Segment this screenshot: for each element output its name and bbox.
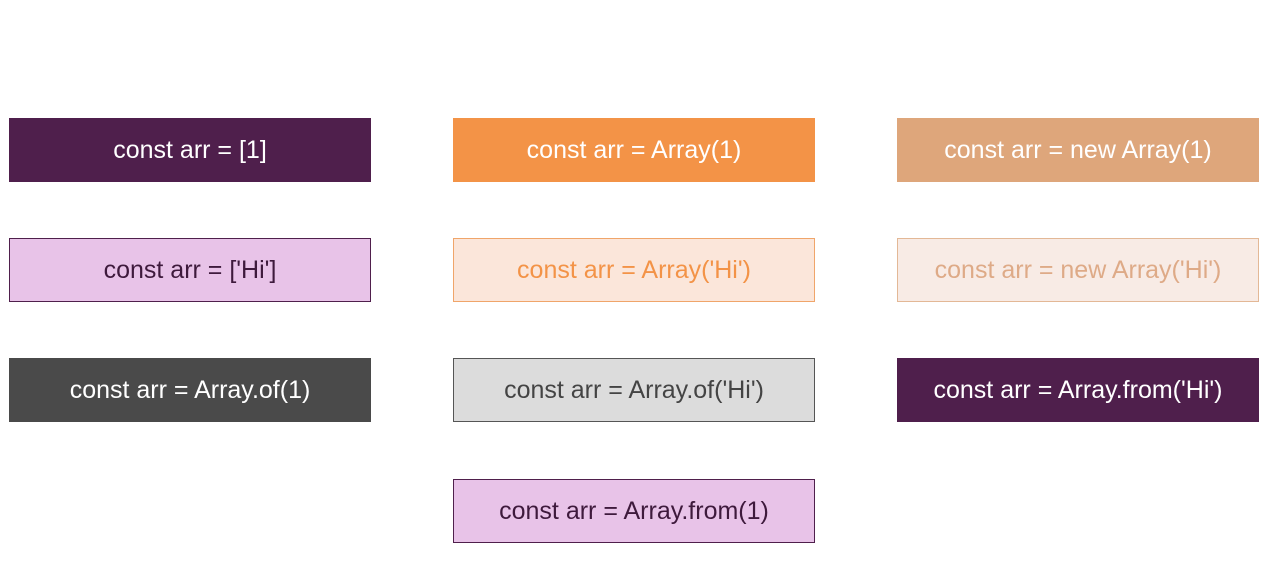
box-array-of-number: const arr = Array.of(1) xyxy=(9,358,371,422)
box-array-literal-string: const arr = ['Hi'] xyxy=(9,238,371,302)
box-array-from-string: const arr = Array.from('Hi') xyxy=(897,358,1259,422)
box-array-literal-number: const arr = [1] xyxy=(9,118,371,182)
box-new-array-number: const arr = new Array(1) xyxy=(897,118,1259,182)
box-array-of-string: const arr = Array.of('Hi') xyxy=(453,358,815,422)
box-label: const arr = Array('Hi') xyxy=(517,255,751,284)
box-new-array-string: const arr = new Array('Hi') xyxy=(897,238,1259,302)
box-label: const arr = Array.from(1) xyxy=(499,496,769,525)
box-label: const arr = new Array('Hi') xyxy=(934,255,1222,284)
box-label: const arr = ['Hi'] xyxy=(103,255,277,284)
box-label: const arr = new Array(1) xyxy=(944,135,1212,164)
box-label: const arr = Array.of('Hi') xyxy=(504,375,764,404)
box-array-call-string: const arr = Array('Hi') xyxy=(453,238,815,302)
box-label: const arr = Array.of(1) xyxy=(69,375,311,404)
box-label: const arr = [1] xyxy=(113,135,267,164)
box-label: const arr = Array.from('Hi') xyxy=(933,375,1223,404)
box-label: const arr = Array(1) xyxy=(526,135,742,164)
box-array-call-number: const arr = Array(1) xyxy=(453,118,815,182)
box-array-from-number: const arr = Array.from(1) xyxy=(453,479,815,543)
